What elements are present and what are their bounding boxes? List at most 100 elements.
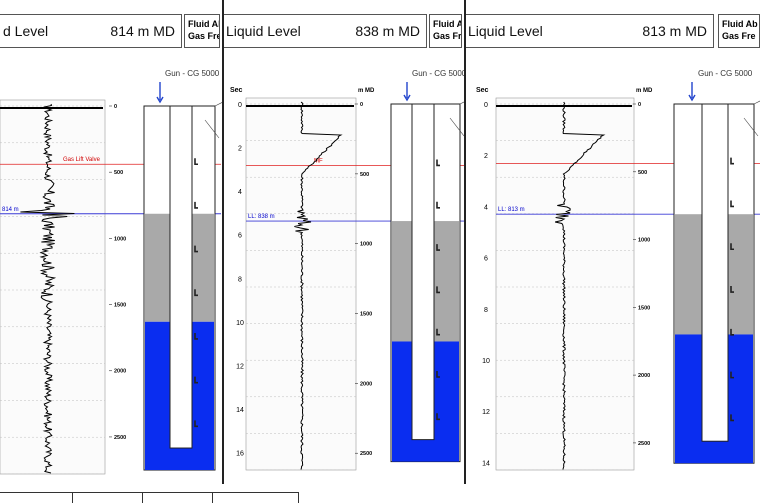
valve-mandrel xyxy=(730,200,734,208)
gun-arrow-head-icon xyxy=(688,94,696,102)
depth-tick-label: 1500 xyxy=(360,312,372,318)
time-tick-label: 16 xyxy=(236,451,244,458)
panel-1-title: d Level xyxy=(3,23,49,39)
gun-arrow-head-icon xyxy=(403,94,411,102)
panel-3-depth: 813 m MD xyxy=(642,23,707,39)
time-tick-label: 0 xyxy=(484,102,488,109)
panel-3: Liquid Level 813 m MD Fluid Ab Gas Fre S… xyxy=(466,0,760,484)
time-tick-label: 2 xyxy=(484,153,488,160)
acoustic-trace xyxy=(294,101,343,470)
time-tick-label: 6 xyxy=(484,256,488,263)
trace-annotation: 814 m xyxy=(2,207,19,213)
valve-mandrel xyxy=(730,414,734,422)
panel-2-title: Liquid Level xyxy=(226,23,301,39)
valve-mandrel xyxy=(730,328,734,336)
gun-arrow-head-icon xyxy=(156,96,164,104)
time-tick-label: 10 xyxy=(482,358,490,365)
gun-label: Gun - CG 5000 xyxy=(412,69,464,78)
wellhead-line xyxy=(214,102,222,107)
depth-tick-label: 500 xyxy=(360,172,369,178)
panel-2-header: Liquid Level 838 m MD xyxy=(224,14,427,48)
tubing-string xyxy=(411,103,435,441)
time-tick-label: 0 xyxy=(238,102,242,109)
valve-mandrel xyxy=(436,328,440,336)
acoustic-trace xyxy=(20,103,75,474)
time-tick-label: 4 xyxy=(238,189,242,196)
wellhead-line xyxy=(204,119,220,139)
panel-1-side-line-2: Gas Free xyxy=(188,31,219,41)
time-tick-label: 8 xyxy=(238,276,242,283)
plot-area xyxy=(0,99,106,475)
panel-1: d Level 814 m MD Fluid Ab Gas Free 0 500 1… xyxy=(0,0,222,484)
trace-annotation: LL: 838 m xyxy=(248,214,275,220)
panel-3-side-line-1: Fluid Ab xyxy=(722,19,758,29)
depth-tick-label: 2500 xyxy=(114,435,126,441)
time-axis-label: Sec xyxy=(230,87,243,94)
depth-axis-label: m MD xyxy=(358,88,375,94)
bottom-table-strip xyxy=(0,492,299,503)
valve-mandrel xyxy=(194,420,198,428)
valve-mandrel xyxy=(194,201,198,209)
trace-annotation: Gas Lift Valve xyxy=(63,157,101,163)
panel-3-title: Liquid Level xyxy=(468,23,543,39)
wellhead-line xyxy=(449,117,464,137)
gun-label: Gun - CG 5000 xyxy=(698,69,753,78)
valve-mandrel xyxy=(436,244,440,251)
depth-axis-label: m MD xyxy=(636,88,653,94)
tubing-string xyxy=(169,105,193,449)
tubing-string xyxy=(701,103,729,442)
depth-tick-label: 2500 xyxy=(360,451,372,457)
time-tick-label: 4 xyxy=(484,204,488,211)
valve-mandrel xyxy=(194,332,198,340)
depth-tick-label: 1000 xyxy=(638,238,650,244)
valve-mandrel xyxy=(194,158,198,166)
valve-mandrel xyxy=(436,413,440,421)
plot-area xyxy=(495,97,635,471)
time-tick-label: 6 xyxy=(238,233,242,240)
bottom-table-cell xyxy=(72,493,73,503)
wellhead-line xyxy=(743,117,759,137)
depth-tick-label: 1500 xyxy=(638,305,650,311)
trace-annotation: LL: 813 m xyxy=(498,207,525,213)
depth-tick-label: 1000 xyxy=(114,236,126,242)
panel-1-side-box: Fluid Ab Gas Free xyxy=(184,14,220,48)
panel-1-header: d Level 814 m MD xyxy=(0,14,182,48)
depth-tick-label: 0 xyxy=(114,104,117,110)
depth-tick-label: 2000 xyxy=(360,381,372,387)
time-tick-label: 14 xyxy=(482,460,490,467)
bottom-table-cell xyxy=(212,493,213,503)
time-tick-label: 12 xyxy=(236,363,244,370)
panel-1-side-line-1: Fluid Ab xyxy=(188,19,219,29)
depth-tick-label: 1500 xyxy=(114,303,126,309)
gun-label: Gun - CG 5000 xyxy=(165,69,220,78)
time-tick-label: 12 xyxy=(482,409,490,416)
time-tick-label: 14 xyxy=(236,407,244,414)
valve-mandrel xyxy=(730,286,734,293)
depth-tick-label: 0 xyxy=(638,102,641,108)
acoustic-trace xyxy=(554,101,606,470)
depth-tick-label: 2500 xyxy=(638,441,650,447)
valve-mandrel xyxy=(436,201,440,209)
valve-mandrel xyxy=(436,371,440,378)
valve-mandrel xyxy=(194,289,198,297)
valve-mandrel xyxy=(730,243,734,251)
depth-tick-label: 1000 xyxy=(360,242,372,248)
plot-area xyxy=(245,97,357,471)
panel-divider-1 xyxy=(222,0,224,484)
valve-mandrel xyxy=(436,159,440,167)
panel-2-depth: 838 m MD xyxy=(355,23,420,39)
panel-divider-2 xyxy=(464,0,466,484)
panel-2-side-line-2: Gas Fre xyxy=(433,31,462,41)
time-axis-label: Sec xyxy=(476,87,489,94)
valve-mandrel xyxy=(730,371,734,379)
depth-tick-label: 500 xyxy=(114,170,123,176)
depth-tick-label: 2000 xyxy=(638,373,650,379)
panel-3-side-line-2: Gas Fre xyxy=(722,31,756,41)
time-tick-label: 10 xyxy=(236,320,244,327)
wellhead-line xyxy=(753,100,760,105)
depth-tick-label: 0 xyxy=(360,102,363,108)
valve-mandrel xyxy=(730,157,734,165)
bottom-table-cell xyxy=(142,493,143,503)
